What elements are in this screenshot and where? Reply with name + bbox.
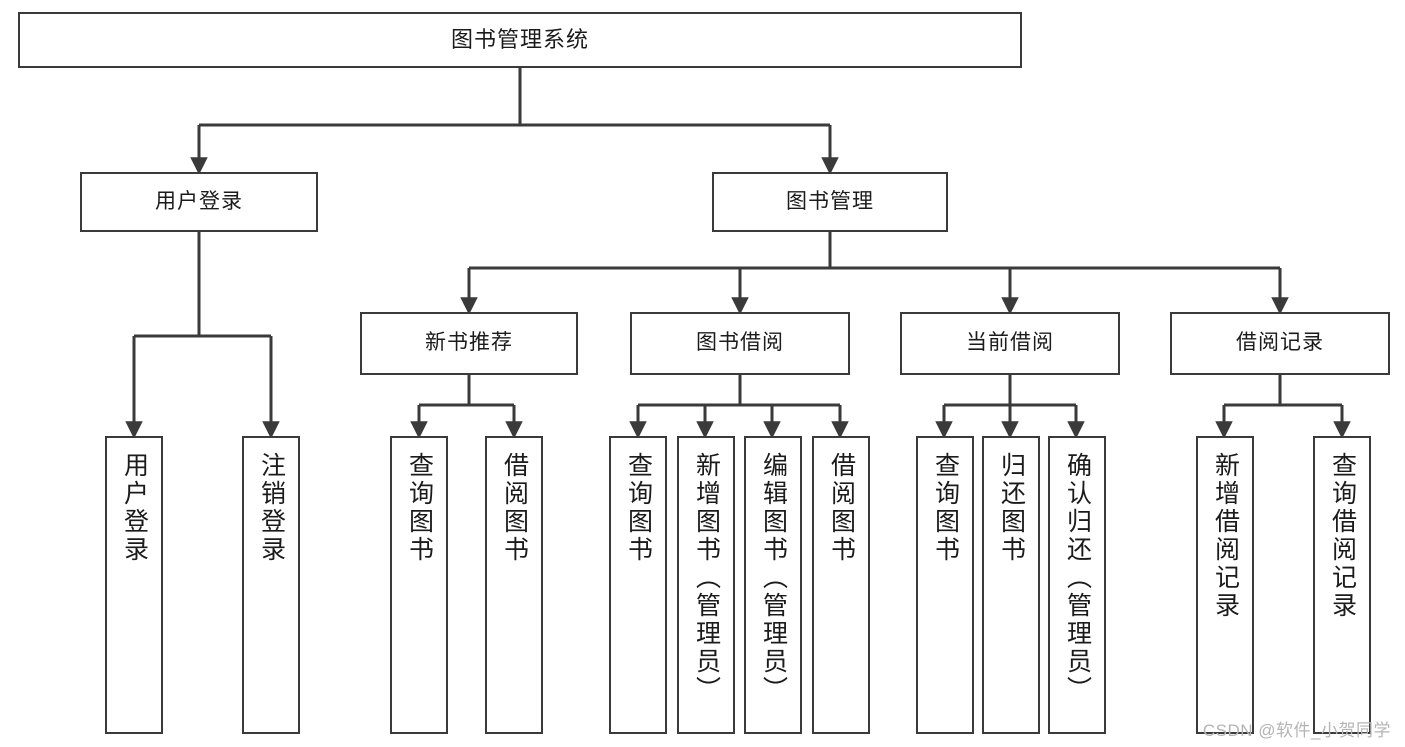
watermark-text: CSDN @软件_小贺同学 <box>1202 721 1391 740</box>
node-label: 新增借阅记录 <box>1211 452 1240 620</box>
node-label: 借阅图书 <box>827 452 856 564</box>
node-current-borrow[interactable]: 当前借阅 <box>900 312 1120 375</box>
node-label: 用户登录 <box>155 189 243 213</box>
leaf-book-borrow-edit[interactable]: 编辑图书（管理员） <box>744 436 802 734</box>
node-label: 用户登录 <box>120 452 149 564</box>
node-label: 查询图书 <box>931 452 960 564</box>
node-book-management[interactable]: 图书管理 <box>712 172 948 232</box>
leaf-current-borrow-confirm-return[interactable]: 确认归还（管理员） <box>1048 436 1106 734</box>
leaf-book-borrow-borrow[interactable]: 借阅图书 <box>812 436 870 734</box>
node-user-login[interactable]: 用户登录 <box>80 172 318 232</box>
node-label: 查询借阅记录 <box>1328 452 1357 620</box>
node-label: 注销登录 <box>257 452 286 564</box>
node-new-book-recommend[interactable]: 新书推荐 <box>360 312 578 375</box>
node-label: 借阅图书 <box>500 452 529 564</box>
node-label: 图书管理系统 <box>450 27 589 53</box>
node-label: 查询图书 <box>624 452 653 564</box>
leaf-borrow-record-add[interactable]: 新增借阅记录 <box>1196 436 1254 734</box>
leaf-current-borrow-return[interactable]: 归还图书 <box>982 436 1040 734</box>
leaf-new-book-query[interactable]: 查询图书 <box>390 436 448 734</box>
node-label: 图书借阅 <box>696 331 784 355</box>
leaf-book-borrow-add[interactable]: 新增图书（管理员） <box>677 436 735 734</box>
leaf-new-book-borrow[interactable]: 借阅图书 <box>485 436 543 734</box>
node-root-book-management-system[interactable]: 图书管理系统 <box>18 12 1022 68</box>
node-label: 借阅记录 <box>1236 331 1324 355</box>
node-label: 图书管理 <box>786 189 874 213</box>
node-book-borrow[interactable]: 图书借阅 <box>630 312 850 375</box>
node-label: 新书推荐 <box>425 331 513 355</box>
leaf-user-login-logout[interactable]: 注销登录 <box>242 436 300 734</box>
node-label: 新增图书（管理员） <box>692 452 721 704</box>
node-label: 当前借阅 <box>966 331 1054 355</box>
leaf-current-borrow-query[interactable]: 查询图书 <box>916 436 974 734</box>
node-borrow-record[interactable]: 借阅记录 <box>1170 312 1390 375</box>
node-label: 确认归还（管理员） <box>1063 452 1092 704</box>
leaf-borrow-record-query[interactable]: 查询借阅记录 <box>1313 436 1371 734</box>
leaf-book-borrow-query[interactable]: 查询图书 <box>609 436 667 734</box>
node-label: 查询图书 <box>405 452 434 564</box>
node-label: 编辑图书（管理员） <box>759 452 788 704</box>
node-label: 归还图书 <box>997 452 1026 564</box>
leaf-user-login-login[interactable]: 用户登录 <box>105 436 163 734</box>
